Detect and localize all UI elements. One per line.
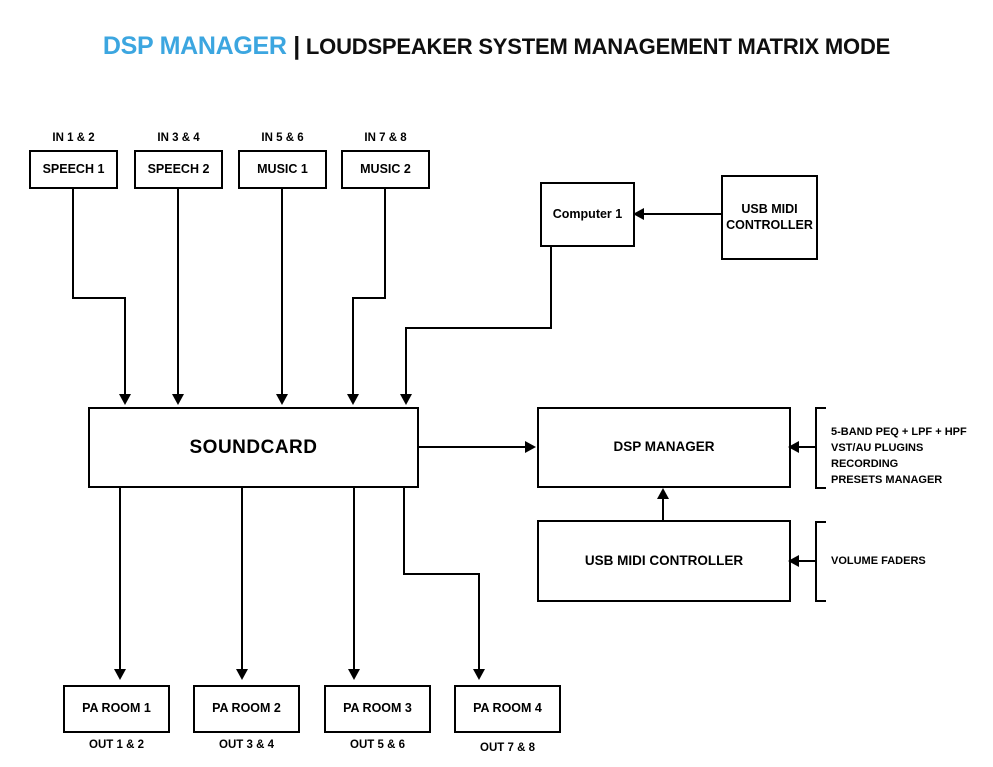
connector-music2-seg-v2	[352, 297, 354, 396]
arrowhead-midi-to-dsp	[657, 488, 669, 499]
connector-features-to-dsp	[795, 446, 816, 448]
dsp-feature-item: RECORDING	[831, 457, 899, 470]
dsp-features-bracket	[815, 407, 826, 489]
dsp-feature-item: 5-BAND PEQ + LPF + HPF	[831, 426, 967, 438]
connector-computer-seg-v2	[405, 327, 407, 396]
node-label: USB MIDI CONTROLLER	[726, 202, 813, 233]
connector-computer-seg-v1	[550, 247, 552, 329]
output-box-pa-room-3[interactable]: PA ROOM 3	[324, 685, 431, 733]
connector-usbmidi-to-computer	[641, 213, 721, 215]
dsp-feature-item: VST/AU PLUGINS	[831, 441, 924, 454]
dsp-features-annotation: 5-BAND PEQ + LPF + HPF VST/AU PLUGINS RE…	[831, 425, 967, 489]
arrowhead-out1-to-pa1	[114, 669, 126, 680]
arrowhead-faders-to-midi	[788, 555, 799, 567]
input-box-speech-2[interactable]: SPEECH 2	[134, 150, 223, 189]
input-channel-label-4: IN 7 & 8	[364, 132, 407, 144]
input-box-music-2[interactable]: MUSIC 2	[341, 150, 430, 189]
arrowhead-left-to-computer	[633, 208, 644, 220]
arrowhead-out2-to-pa2	[236, 669, 248, 680]
input-box-label: SPEECH 2	[147, 161, 210, 176]
connector-midi-to-dsp	[662, 498, 664, 520]
arrowhead-speech1-to-soundcard	[119, 394, 131, 405]
title-brand: DSP MANAGER	[102, 32, 287, 60]
arrowhead-speech2-to-soundcard	[172, 394, 184, 405]
title-subtitle: LOUDSPEAKER SYSTEM MANAGEMENT MATRIX MOD…	[305, 34, 891, 59]
connector-out1-seg-v	[119, 488, 121, 671]
connector-speech1-seg-h	[72, 297, 126, 299]
node-dsp-manager[interactable]: DSP MANAGER	[537, 407, 791, 488]
node-label-line-2: CONTROLLER	[726, 217, 813, 232]
node-usb-midi-controller[interactable]: USB MIDI CONTROLLER	[537, 520, 791, 602]
node-label: USB MIDI CONTROLLER	[584, 552, 744, 568]
connector-music2-seg-h	[352, 297, 386, 299]
arrowhead-out3-to-pa3	[348, 669, 360, 680]
input-channel-label-3: IN 5 & 6	[261, 132, 304, 144]
connector-out4-seg-v1	[403, 488, 405, 575]
node-computer-1[interactable]: Computer 1	[540, 182, 635, 247]
arrowhead-features-to-dsp	[788, 441, 799, 453]
node-label: Computer 1	[552, 206, 623, 221]
output-box-label: PA ROOM 1	[82, 701, 151, 716]
output-box-pa-room-4[interactable]: PA ROOM 4	[454, 685, 561, 733]
output-box-pa-room-1[interactable]: PA ROOM 1	[63, 685, 170, 733]
node-label: DSP MANAGER	[613, 439, 715, 455]
connector-music2-seg-v1	[384, 189, 386, 299]
input-channel-label-2: IN 3 & 4	[157, 132, 200, 144]
connector-out2-seg-v	[241, 488, 243, 671]
node-usb-midi-controller-top[interactable]: USB MIDI CONTROLLER	[721, 175, 818, 260]
connector-computer-seg-h	[405, 327, 552, 329]
node-label: SOUNDCARD	[189, 436, 318, 458]
node-soundcard[interactable]: SOUNDCARD	[88, 407, 419, 488]
midi-features-annotation: VOLUME FADERS	[831, 554, 926, 570]
page-title: DSP MANAGER | LOUDSPEAKER SYSTEM MANAGEM…	[0, 32, 993, 61]
output-channel-label-2: OUT 3 & 4	[219, 739, 274, 751]
output-box-label: PA ROOM 4	[473, 701, 542, 716]
output-box-pa-room-2[interactable]: PA ROOM 2	[193, 685, 300, 733]
connector-faders-to-midi	[795, 560, 816, 562]
output-box-label: PA ROOM 2	[212, 701, 281, 716]
output-channel-label-1: OUT 1 & 2	[89, 739, 144, 751]
node-label-line-1: USB MIDI	[741, 201, 798, 216]
arrowhead-out4-to-pa4	[473, 669, 485, 680]
input-box-speech-1[interactable]: SPEECH 1	[29, 150, 118, 189]
dsp-feature-item: PRESETS MANAGER	[831, 473, 943, 486]
connector-speech1-seg-v2	[124, 297, 126, 396]
arrowhead-soundcard-to-dsp	[525, 441, 536, 453]
arrowhead-music1-to-soundcard	[276, 394, 288, 405]
output-channel-label-3: OUT 5 & 6	[350, 739, 405, 751]
title-separator: |	[293, 32, 300, 60]
input-box-label: SPEECH 1	[42, 161, 105, 176]
input-box-music-1[interactable]: MUSIC 1	[238, 150, 327, 189]
connector-out3-seg-v	[353, 488, 355, 671]
arrowhead-computer-to-soundcard	[400, 394, 412, 405]
connector-speech1-seg-v1	[72, 189, 74, 299]
connector-out4-seg-v2	[478, 573, 480, 671]
midi-features-bracket	[815, 521, 826, 602]
connector-speech2-seg-v	[177, 189, 179, 396]
output-channel-label-4: OUT 7 & 8	[480, 742, 535, 754]
connector-music1-seg-v	[281, 189, 283, 396]
arrowhead-music2-to-soundcard	[347, 394, 359, 405]
connector-out4-seg-h	[403, 573, 480, 575]
input-box-label: MUSIC 1	[257, 161, 308, 176]
output-box-label: PA ROOM 3	[343, 701, 412, 716]
input-box-label: MUSIC 2	[360, 161, 411, 176]
connector-soundcard-to-dsp	[419, 446, 527, 448]
input-channel-label-1: IN 1 & 2	[52, 132, 95, 144]
midi-feature-item: VOLUME FADERS	[831, 555, 926, 567]
